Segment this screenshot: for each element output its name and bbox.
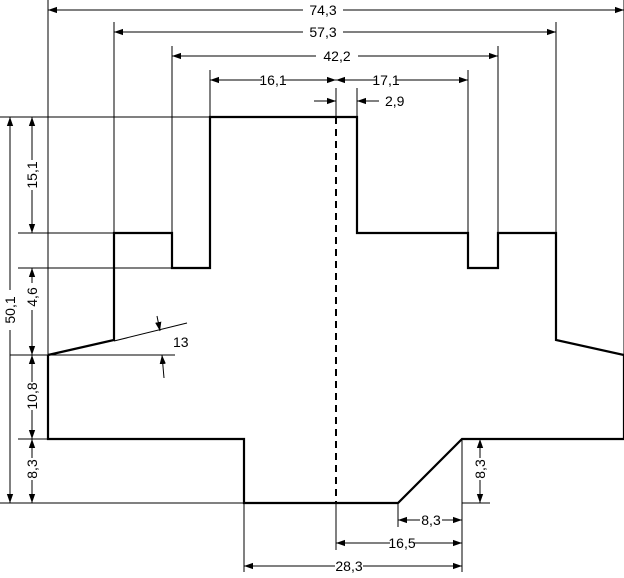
- dim-label-chamfer: 8,3: [421, 512, 441, 528]
- dim-label-center-offset: 2,9: [385, 93, 405, 109]
- dim-label-offset-16: 16,5: [388, 535, 415, 551]
- dim-label-left-height-8: 8,3: [24, 459, 40, 479]
- dim-label-width-42: 42,2: [323, 48, 350, 64]
- dim-label-height-15: 15,1: [24, 161, 40, 188]
- dim-label-left-offset: 16,1: [259, 72, 286, 88]
- dim-label-height-10: 10,8: [24, 382, 40, 409]
- dim-label-total-height: 50,1: [2, 296, 18, 323]
- dim-label-right-offset: 17,1: [372, 72, 399, 88]
- dim-label-overall-width: 74,3: [309, 2, 336, 18]
- dim-label-height-4: 4,6: [24, 287, 40, 307]
- angle-dimension: [155, 315, 166, 379]
- dim-label-bottom-width: 28,3: [335, 558, 362, 574]
- part-outline: [46, 115, 624, 505]
- dim-label-angle: 13: [173, 334, 189, 350]
- dim-label-right-height-8: 8,3: [472, 459, 488, 479]
- vertical-dimensions: [6, 117, 484, 503]
- horizontal-dimensions: [48, 6, 624, 570]
- dim-label-width-57: 57,3: [309, 24, 336, 40]
